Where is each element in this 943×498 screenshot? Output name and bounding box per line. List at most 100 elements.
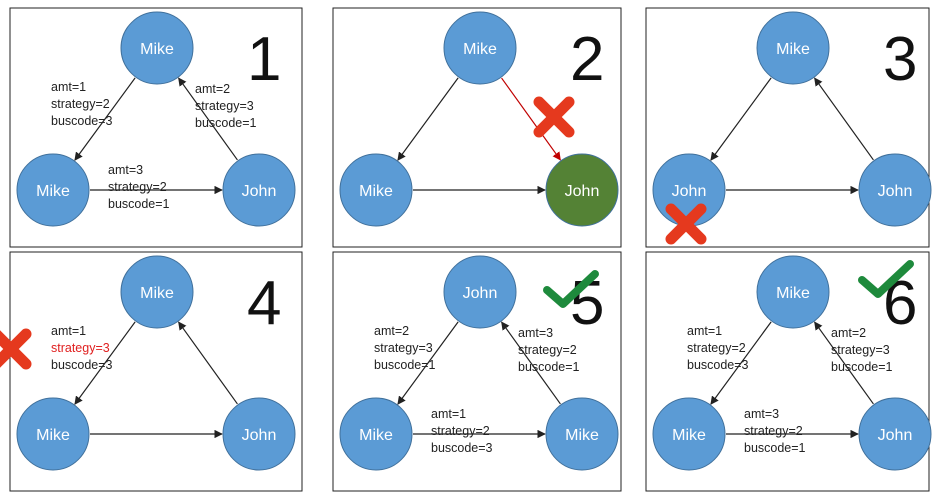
node-circle (120, 255, 194, 329)
node-label: Mike (36, 183, 70, 200)
node-top: Mike (756, 11, 830, 85)
edge-label-line: buscode=1 (744, 441, 806, 455)
edge-label-line: buscode=1 (108, 197, 170, 211)
node-circle (339, 153, 413, 227)
node-label: Mike (463, 41, 497, 58)
edge-right-to-top (501, 321, 561, 405)
edge-right-to-top (178, 77, 238, 161)
red-x-icon (665, 203, 707, 245)
node-circle (756, 255, 830, 329)
red-x-icon (533, 96, 575, 138)
node-label: Mike (140, 41, 174, 58)
node-circle (756, 11, 830, 85)
edge-label-line: amt=1 (51, 80, 86, 94)
panel-number: 2 (570, 25, 604, 94)
edge-label-line: amt=3 (108, 163, 143, 177)
edge-top-to-left (710, 321, 772, 405)
node-circle (16, 153, 90, 227)
node-right: John (545, 153, 619, 227)
node-right: Mike (545, 397, 619, 471)
node-circle (339, 397, 413, 471)
node-label: John (878, 183, 913, 200)
edge-top-to-left (710, 77, 772, 161)
edge-label-line: amt=1 (51, 324, 86, 338)
node-circle (16, 397, 90, 471)
edge-top-to-right (501, 77, 561, 161)
node-label: Mike (140, 285, 174, 302)
node-left: Mike (339, 153, 413, 227)
cross-stroke (665, 203, 707, 245)
node-circle (545, 153, 619, 227)
edge-label-line: strategy=3 (374, 341, 433, 355)
check-stroke (858, 260, 914, 298)
cross-stroke (533, 96, 575, 138)
node-label: John (878, 427, 913, 444)
edge-label-line: amt=1 (431, 407, 466, 421)
node-circle (443, 11, 517, 85)
node-circle (858, 397, 932, 471)
node-label: John (463, 285, 498, 302)
panel-number: 1 (247, 25, 281, 94)
edge-top-to-left (74, 321, 136, 405)
node-circle (443, 255, 517, 329)
node-top: John (443, 255, 517, 329)
edge-label-line: amt=2 (195, 82, 230, 96)
edge-label-line: strategy=2 (431, 424, 490, 438)
edge-right-to-top (178, 321, 238, 405)
node-label: Mike (672, 427, 706, 444)
node-label: Mike (776, 285, 810, 302)
edge-top-to-left (74, 77, 136, 161)
node-label: Mike (776, 41, 810, 58)
edge-label-line: amt=2 (374, 324, 409, 338)
node-circle (545, 397, 619, 471)
node-left: Mike (652, 397, 726, 471)
node-circle (652, 397, 726, 471)
edge-label-line: amt=3 (744, 407, 779, 421)
node-label: Mike (359, 427, 393, 444)
edge-label-line: strategy=2 (51, 97, 110, 111)
green-check-icon (858, 260, 914, 298)
edge-label-line: buscode=3 (51, 358, 113, 372)
node-left: Mike (16, 153, 90, 227)
edge-label-line: buscode=1 (195, 116, 257, 130)
node-circle (222, 153, 296, 227)
node-label: John (242, 183, 277, 200)
panel-number: 4 (247, 269, 281, 338)
node-right: John (858, 397, 932, 471)
node-top: Mike (756, 255, 830, 329)
edge-label-line: amt=2 (831, 326, 866, 340)
node-circle (222, 397, 296, 471)
node-label: John (672, 183, 707, 200)
node-label: Mike (36, 427, 70, 444)
red-x-icon (0, 328, 32, 370)
node-label: Mike (359, 183, 393, 200)
node-right: John (222, 153, 296, 227)
edge-top-to-left (397, 77, 459, 161)
edge-label-line: buscode=3 (51, 114, 113, 128)
edge-top-to-left (397, 321, 459, 405)
edge-label-line: buscode=1 (518, 360, 580, 374)
edge-label-line: strategy=2 (518, 343, 577, 357)
edge-label-line: strategy=3 (51, 341, 110, 355)
check-stroke (543, 270, 599, 308)
node-label: Mike (565, 427, 599, 444)
edge-label-line: strategy=3 (831, 343, 890, 357)
cross-stroke (0, 328, 32, 368)
panel-number: 3 (883, 25, 917, 94)
edge-label-line: strategy=2 (108, 180, 167, 194)
edge-label-line: strategy=3 (195, 99, 254, 113)
node-top: Mike (120, 11, 194, 85)
edge-label-line: buscode=1 (831, 360, 893, 374)
edge-right-to-top (814, 77, 874, 161)
edge-label-line: amt=3 (518, 326, 553, 340)
edge-label-line: strategy=2 (687, 341, 746, 355)
node-label: John (242, 427, 277, 444)
edge-label-line: amt=1 (687, 324, 722, 338)
edge-label-line: buscode=3 (687, 358, 749, 372)
